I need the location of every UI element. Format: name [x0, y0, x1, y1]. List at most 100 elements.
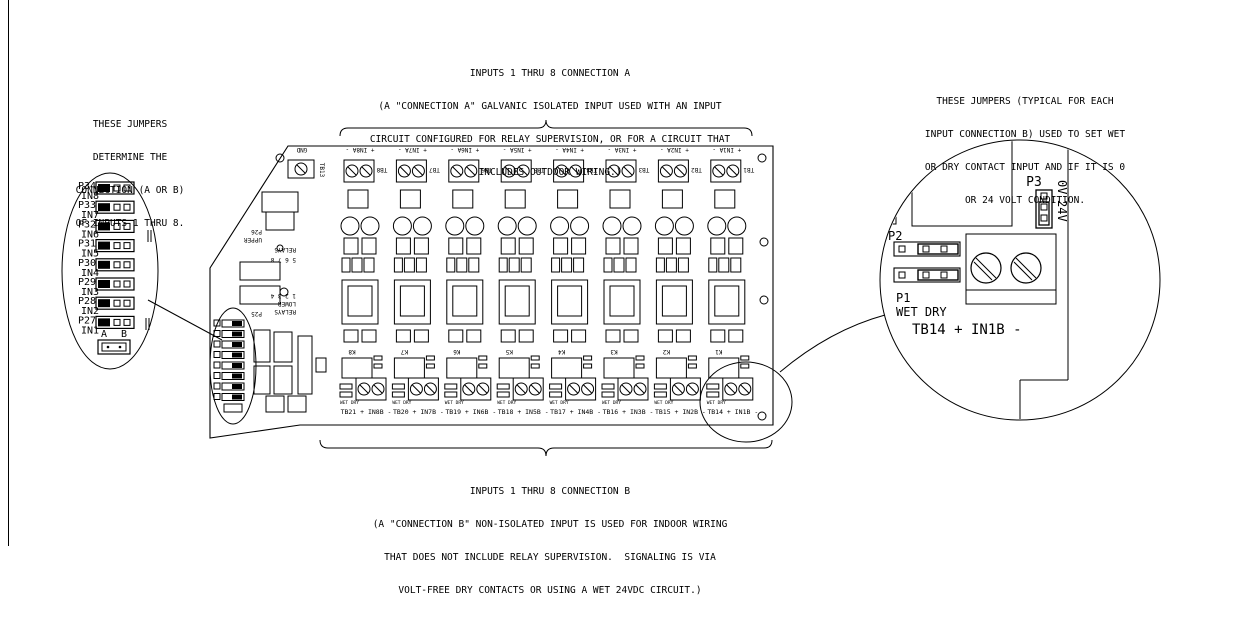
left-detail-label-b: B: [121, 329, 127, 340]
board-jumper: [221, 319, 245, 328]
board-jumper-ab: [223, 403, 243, 413]
component: [518, 237, 534, 255]
screw-icon: [970, 252, 1002, 284]
component: [361, 237, 377, 255]
jumper: [740, 355, 750, 361]
jumper-pin-icon: [113, 184, 121, 192]
top-terminal-label: TB2: [691, 166, 702, 173]
wet-dry-label: WET DRY: [497, 400, 516, 406]
top-terminal-block: [395, 159, 427, 183]
lower-relays-numbers: 1 2 3 4: [270, 292, 296, 299]
component: [553, 237, 569, 255]
upper-relays-jumper: P26 UPPER RELAYS 5 6 7 8: [239, 228, 296, 281]
board-jumper: [221, 330, 245, 338]
jumper: [373, 355, 383, 361]
screw-icon: [685, 382, 699, 396]
relay-label: K8: [348, 348, 356, 355]
component: [675, 237, 691, 255]
top-input-label: + IN8A -: [346, 146, 375, 153]
jumper-pin-icon: [123, 318, 131, 326]
top-terminal-block: [500, 159, 532, 183]
component: [452, 189, 474, 209]
board-jumper-shunt: [232, 384, 242, 389]
ic-chip: [287, 395, 307, 413]
jumper-pin-icon: [123, 280, 131, 288]
jumper-p-label: P29: [78, 277, 96, 288]
board-jumper-shunt: [232, 342, 242, 347]
component: [661, 189, 683, 209]
component: [468, 257, 480, 273]
left-callout-circle: [209, 307, 257, 425]
jumper: [530, 355, 540, 361]
jumper: [601, 383, 615, 390]
component: [605, 237, 621, 255]
right-terminal-label: TB14 + IN1B -: [912, 322, 1022, 338]
capacitor: [412, 216, 432, 236]
jumper: [425, 363, 435, 369]
bottom-terminal-block: [617, 377, 649, 401]
tb13-block: [287, 159, 315, 179]
diagram-stage: INPUTS 1 THRU 8 CONNECTION A (A "CONNECT…: [8, 0, 1161, 596]
screw-icon: [357, 382, 371, 396]
screw-slot: [466, 166, 476, 176]
component: [728, 237, 744, 255]
capacitor: [360, 216, 380, 236]
jumper: [549, 391, 563, 398]
component: [456, 257, 468, 273]
screw-icon: [738, 382, 752, 396]
screw-icon: [567, 382, 581, 396]
board-jumper-pin: [213, 319, 221, 327]
wet-dry-label: WET DRY: [707, 400, 726, 406]
board-jumper: [221, 361, 245, 370]
component: [520, 257, 532, 273]
jumper-block: [95, 239, 135, 253]
top-terminal-block: [657, 159, 689, 183]
component: [728, 329, 744, 343]
jumper: [635, 355, 645, 361]
jumper-pin-icon: [118, 345, 122, 349]
screw-icon: [712, 164, 726, 178]
relay-body: [603, 279, 641, 325]
component: [446, 257, 456, 273]
screw-slot: [674, 384, 683, 394]
screw-slot: [516, 384, 526, 394]
bottom-terminal-block: [407, 377, 439, 401]
component: [603, 257, 613, 273]
jumper: [653, 391, 667, 398]
mount-hole: [759, 237, 769, 247]
p2-jumper: [893, 241, 961, 257]
top-input-label: + IN5A -: [503, 146, 532, 153]
screw-icon: [371, 382, 385, 396]
screw-slot: [359, 384, 369, 394]
left-detail-label-a: A: [101, 329, 107, 340]
board-jumper-pin: [213, 361, 221, 369]
note-b-line: VOLT-FREE DRY CONTACTS OR USING A WET 24…: [398, 585, 702, 596]
mount-hole: [757, 153, 767, 163]
left-detail-jumper-shunt: [101, 342, 127, 352]
relay-body: [551, 279, 589, 325]
component: [413, 237, 429, 255]
wet-dry-label: WET DRY: [654, 400, 673, 406]
jumper-pin-icon: [113, 203, 121, 211]
jumper-block: [95, 258, 135, 272]
screw-slot: [412, 384, 421, 394]
screw-slot: [373, 384, 383, 394]
screw-slot: [361, 166, 371, 176]
component: [708, 257, 718, 273]
left-detail-circle: [61, 172, 159, 370]
right-wet-dry-label: WET DRY: [896, 305, 947, 319]
relay-label: K3: [610, 348, 618, 355]
regulator: [261, 191, 299, 213]
note-left-line: THESE JUMPERS: [92, 119, 168, 130]
jumper-pin-icon: [123, 299, 131, 307]
top-terminal-label: TB7: [429, 166, 440, 173]
mount-hole: [275, 153, 285, 163]
top-terminal-label: TB6: [481, 166, 492, 173]
jumper: [530, 363, 540, 369]
ic-chip: [265, 395, 285, 413]
jumper: [339, 391, 353, 398]
